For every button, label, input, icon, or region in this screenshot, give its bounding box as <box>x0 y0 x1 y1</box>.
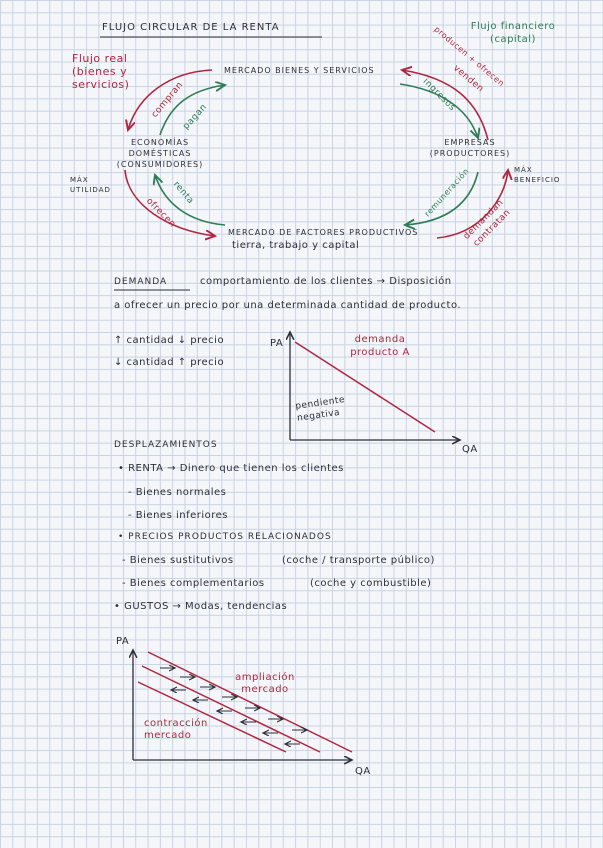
shifts-heading: DESPLAZAMIENTOS <box>114 440 218 450</box>
graph1-y-label: PA <box>270 338 284 349</box>
arrow-green-bottom-right <box>405 171 479 225</box>
flujo-real-label: Flujo real (bienes y servicios) <box>72 52 130 91</box>
demanda-definition-line2: a ofrecer un precio por una determinada … <box>114 300 462 311</box>
graph2-shift-arrows <box>160 668 307 744</box>
graph2-line-contraction <box>137 681 287 753</box>
shift-complementarios: - Bienes complementarios <box>122 578 265 589</box>
graph2-y-label: PA <box>116 636 130 647</box>
arrow-red-bottom-right <box>436 170 508 239</box>
firms-label: EMPRESAS (productores) <box>429 138 511 158</box>
shift-gustos: • GUSTOS → Modas, tendencias <box>114 601 288 612</box>
arrow-red-top-left <box>128 69 213 130</box>
arrow-green-bottom-left <box>155 175 226 226</box>
arrow-green-top-right <box>399 83 478 138</box>
max-profit-label: MÁX BENEFICIO <box>514 166 561 184</box>
graph2-line-center <box>141 665 321 753</box>
factors-label: tierra, trabajo y capital <box>232 240 360 251</box>
shift-complementarios-example: (coche y combustible) <box>310 578 432 589</box>
households-label: ECONOMÍAS DOMÉSTICAS (consumidores) <box>116 138 204 169</box>
arrow-green-top-left <box>159 85 225 136</box>
graph2-contraction-label: contracción mercado <box>144 718 208 741</box>
graph1-x-label: QA <box>462 444 478 455</box>
graph1-curve-label: demanda producto A <box>350 334 410 358</box>
graph2-expansion-label: ampliación mercado <box>235 672 295 695</box>
goods-market-label: MERCADO BIENES Y SERVICIOS <box>224 66 375 75</box>
graph2-x-label: QA <box>355 766 371 777</box>
graph2-line-expansion <box>147 651 353 753</box>
demanda-term: DEMANDA <box>114 277 168 287</box>
shift-precios: • PRECIOS PRODUCTOS RELACIONADOS <box>118 532 332 542</box>
page-title: FLUJO CIRCULAR DE LA RENTA <box>102 22 280 33</box>
flujo-financiero-label: Flujo financiero (capital) <box>470 21 556 45</box>
max-utility-label: MÁX UTILIDAD <box>70 176 111 194</box>
factor-market-label: MERCADO DE FACTORES PRODUCTIVOS <box>228 228 419 237</box>
rule-2: ↓ cantidad ↑ precio <box>114 357 225 368</box>
shift-sustitutivos: - Bienes sustitutivos <box>122 555 234 566</box>
arrow-red-bottom-left <box>124 169 215 236</box>
rule-1: ↑ cantidad ↓ precio <box>114 335 225 346</box>
shift-normales: - Bienes normales <box>128 487 227 498</box>
demanda-definition-line1: comportamiento de los clientes → Disposi… <box>200 276 452 287</box>
shift-renta: • RENTA → Dinero que tienen los clientes <box>118 463 344 474</box>
shift-sustitutivos-example: (coche / transporte público) <box>282 555 435 566</box>
arrow-red-top-right <box>402 70 489 141</box>
graph1-demand-line <box>294 341 436 433</box>
shift-inferiores: - Bienes inferiores <box>128 510 229 521</box>
